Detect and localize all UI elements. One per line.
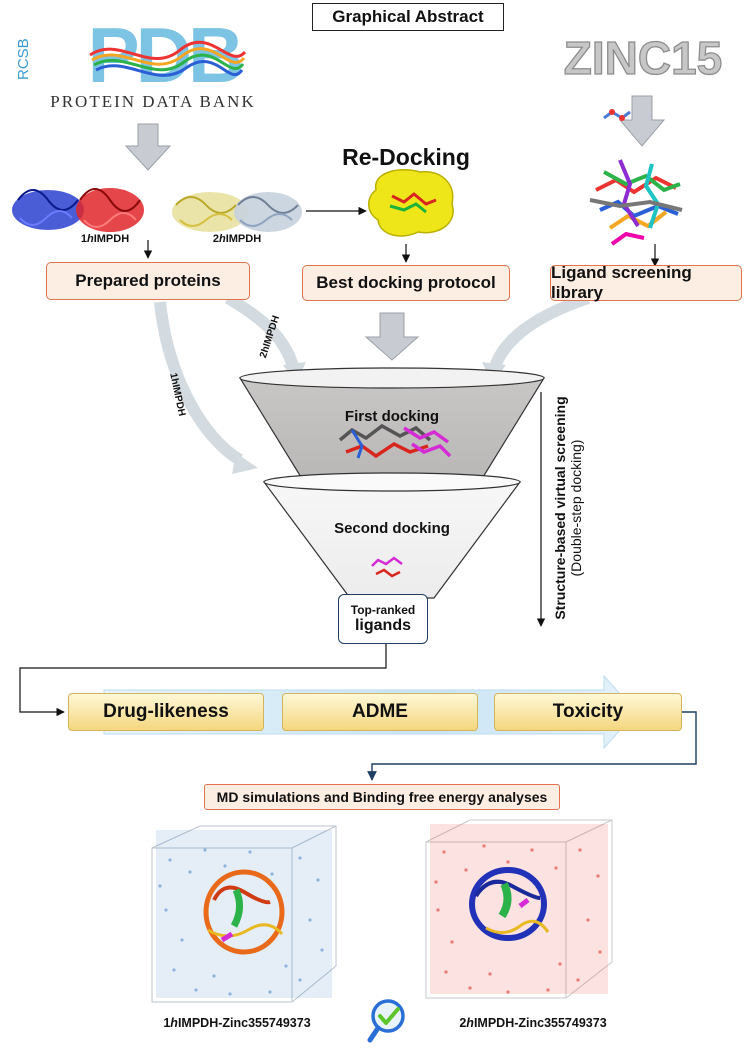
arrow-1hIMPDH-curve [154,301,244,466]
prepared-proteins-box: Prepared proteins [46,262,250,300]
arrow-library-curve [488,292,590,372]
side-label-line2: (Double-step docking) [568,439,584,577]
top-ranked-ligands-box: Top-ranked ligands [338,594,428,644]
arrow-2hIMPDH-curve [224,292,300,372]
side-label-line1: Structure-based virtual screening [552,396,568,620]
best-docking-protocol-box: Best docking protocol [302,265,510,301]
page-title: Graphical Abstract [312,3,504,31]
md-box-2hIMPDH [425,819,613,999]
pdb-logo-rcsb: RCSB [15,38,32,80]
filter-adme: ADME [282,693,478,731]
water-dots-red [434,844,602,994]
water-dots-blue [158,848,324,996]
filter-toxicity: Toxicity [494,693,682,731]
top-ranked-line1: Top-ranked [350,603,416,617]
filter-drug-likeness: Drug-likeness [68,693,264,731]
arrow-zinc-down [618,95,666,147]
ligand-screening-library-box: Ligand screening library [550,263,742,302]
md-box-1hIMPDH [151,825,337,1003]
second-docking-ligand [371,556,403,578]
protein-2hIMPDH-structure [172,192,302,232]
funnel-second-docking [262,481,522,599]
pdb-logo: PDB RCSB PROTEIN DATA BANK [15,11,255,111]
pdb-logo-subtitle: PROTEIN DATA BANK [50,92,255,111]
search-check-icon [367,999,405,1043]
md-simulations-box: MD simulations and Binding free energy a… [204,784,560,810]
side-label: Structure-based virtual screening (Doubl… [552,388,584,628]
top-ranked-line2: ligands [354,617,411,634]
zinc-logo: ZINC15 [564,32,722,84]
redocking-title: Re-Docking [342,144,470,170]
caption-right: 2hIMPDH-Zinc355749373 [459,1016,607,1030]
arrow-protocol-down [364,312,420,361]
label-2hIMPDH: 2hIMPDH [212,233,262,245]
ligand-library-cluster [589,109,683,246]
label-1hIMPDH: 1hIMPDH [80,233,130,245]
first-docking-label: First docking [344,408,440,425]
first-docking-ligands [338,423,452,459]
redocking-surface-image [368,169,454,237]
arrow-pdb-down [124,123,172,171]
caption-left: 1hIMPDH-Zinc355749373 [163,1016,311,1030]
protein-1hIMPDH-structure [12,188,144,232]
second-docking-label: Second docking [334,520,450,537]
